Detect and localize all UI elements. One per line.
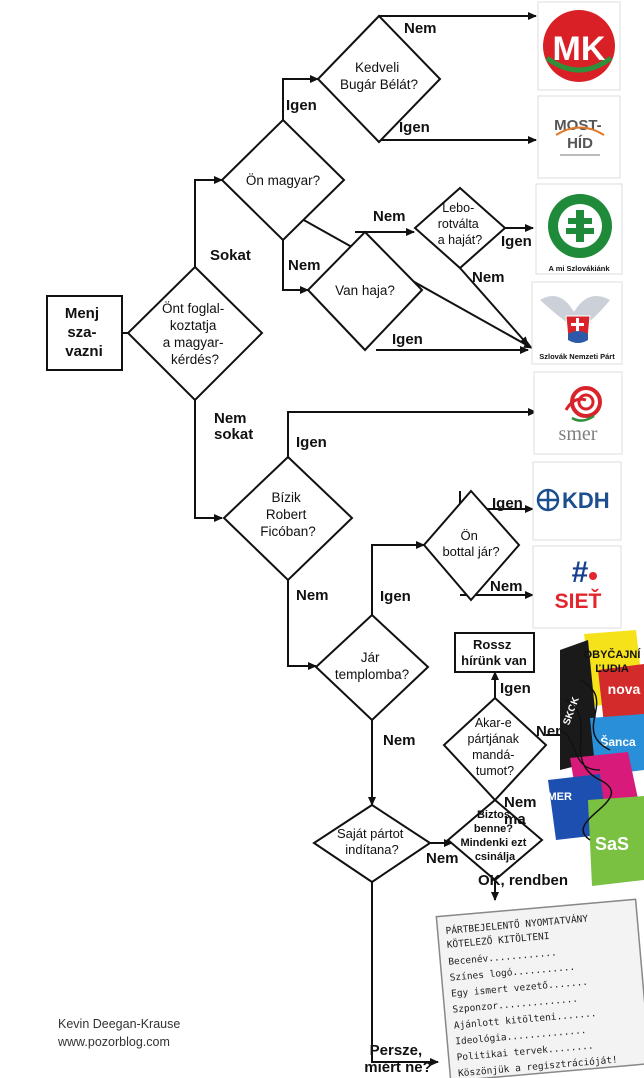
svg-text:Szlovák Nemzeti Párt: Szlovák Nemzeti Párt <box>539 352 615 361</box>
decision-biztos: Biztos benne? Mindenki ezt csinálja <box>446 798 544 882</box>
svg-text:A mi Szlovákiánk: A mi Szlovákiánk <box>549 264 611 273</box>
decision-bugar: Kedveli Bugár Bélát? <box>316 14 442 144</box>
svg-text:KDH: KDH <box>562 488 610 513</box>
registration-form: PÁRTBEJELENTŐ NYOMTATVÁNY KÖTELEZŐ KITÖL… <box>435 898 644 1078</box>
label-igen-fico: Igen <box>296 434 327 451</box>
label-igen-mandatum: Igen <box>500 680 531 697</box>
decision-mandatum: Akar-e pártjának mandá- tumot? <box>442 696 548 802</box>
svg-text:Kevin Deegan-Krause www.: Kevin Deegan-Krause www.pozorblog.com <box>57 1017 184 1049</box>
svg-text:Lebo- rotválta a h: Lebo- rotválta a haját? <box>438 201 483 247</box>
svg-text:Bízik Robert Ficób: Bízik Robert Ficóban? <box>260 490 316 539</box>
label-nem-fico: Nem <box>296 587 329 604</box>
svg-text:SIEŤ: SIEŤ <box>555 589 602 613</box>
logo-mk: MK <box>537 1 621 91</box>
svg-text:Ön bottal jár?: Ön bottal jár? <box>442 528 499 559</box>
label-nem-magyar: Nem <box>288 257 321 274</box>
svg-text:Akar-e pártjának m: Akar-e pártjának mandá- tumot? <box>468 716 523 778</box>
label-sokat: Sokat <box>210 247 251 264</box>
start-line: sza- <box>67 324 96 341</box>
rossz-hir-box: Rossz hírünk van <box>454 632 535 673</box>
svg-text:Rossz hírünk van: Rossz hírünk van <box>461 637 527 668</box>
start-box: Menj sza- vazni <box>46 295 123 371</box>
decision-sajat: Saját pártot indítana? <box>312 803 432 884</box>
svg-text:Jár templomba?: Jár templomba? <box>335 650 409 682</box>
svg-text:ĽUDIA: ĽUDIA <box>595 663 629 675</box>
label-nem-bugar: Nem <box>404 20 437 37</box>
label-nem-ma: Nem ma <box>504 794 541 828</box>
label-igen-magyar: Igen <box>286 97 317 114</box>
logo-kdh: KDH <box>532 461 622 541</box>
logo-most-hid: MOST- HÍD <box>537 95 621 179</box>
label-nem-lebo: Nem <box>472 269 505 286</box>
label-nem-haja: Nem <box>373 208 406 225</box>
svg-text:MK: MK <box>553 30 606 68</box>
label-igen-haja: Igen <box>392 331 423 348</box>
svg-text:Ön magyar?: Ön magyar? <box>246 173 320 188</box>
decision-haja: Van haja? <box>306 230 424 352</box>
logo-sns: Szlovák Nemzeti Párt <box>531 281 623 365</box>
logo-lsns: A mi Szlovákiánk <box>535 183 623 275</box>
label-nem-sokat: Nem sokat <box>214 410 253 443</box>
label-nem-sajat: Nem <box>426 850 459 867</box>
start-line: Menj <box>65 305 99 322</box>
logo-siet: # SIEŤ <box>532 545 622 629</box>
start-line: vazni <box>65 343 103 360</box>
label-igen-lebo: Igen <box>501 233 532 250</box>
decision-fico: Bízik Robert Ficóban? <box>222 455 354 582</box>
svg-text:Šanca: Šanca <box>600 734 636 749</box>
svg-text:SMER: SMER <box>540 791 572 803</box>
decision-lebo: Lebo- rotválta a haját? <box>413 186 507 270</box>
svg-text:nova: nova <box>608 681 641 697</box>
svg-text:Önt foglal- koztatja: Önt foglal- koztatja a magyar- kérdés? <box>162 301 228 367</box>
svg-text:Kedveli Bugár Bélát?: Kedveli Bugár Bélát? <box>340 60 418 92</box>
label-persze: Persze, miért ne? <box>364 1042 432 1076</box>
label-igen-bot: Igen <box>492 495 523 512</box>
label-nem-templom: Nem <box>383 732 416 749</box>
svg-text:OBYČAJNÍ: OBYČAJNÍ <box>584 648 642 661</box>
label-igen-templom: Igen <box>380 588 411 605</box>
decision-templom: Jár templomba? <box>314 613 430 722</box>
svg-text:#: # <box>572 556 589 589</box>
label-nem-bot: Nem <box>490 578 523 595</box>
decision-foglalkoztatja: Önt foglal- koztatja a magyar- kérdés? <box>126 265 264 402</box>
edge-labels: Nem Igen Igen Sokat Nem Nem Igen Nem Ige… <box>210 20 569 1076</box>
svg-text:smer: smer <box>559 423 598 445</box>
label-ok: OK, rendben <box>478 872 568 889</box>
svg-text:Van haja?: Van haja? <box>335 283 395 298</box>
label-igen-bugar: Igen <box>399 119 430 136</box>
decision-bot: Ön bottal jár? <box>422 489 521 602</box>
logo-smer: smer <box>533 371 623 455</box>
svg-text:Menj sza- vazni: Menj sza- vazni <box>65 305 103 360</box>
logo-collage: OBYČAJNÍ ĽUDIA nova Šanca SMER SaS SKOK <box>540 630 644 886</box>
svg-text:Saját pártot indítana?: Saját pártot indítana? <box>337 826 407 857</box>
decision-magyar: Ön magyar? <box>220 118 346 242</box>
svg-text:SaS: SaS <box>595 834 629 854</box>
svg-text:Biztos benne? Mind: Biztos benne? Mindenki ezt csinálja <box>460 809 529 863</box>
credit: Kevin Deegan-Krause www.pozorblog.com <box>57 1017 184 1049</box>
